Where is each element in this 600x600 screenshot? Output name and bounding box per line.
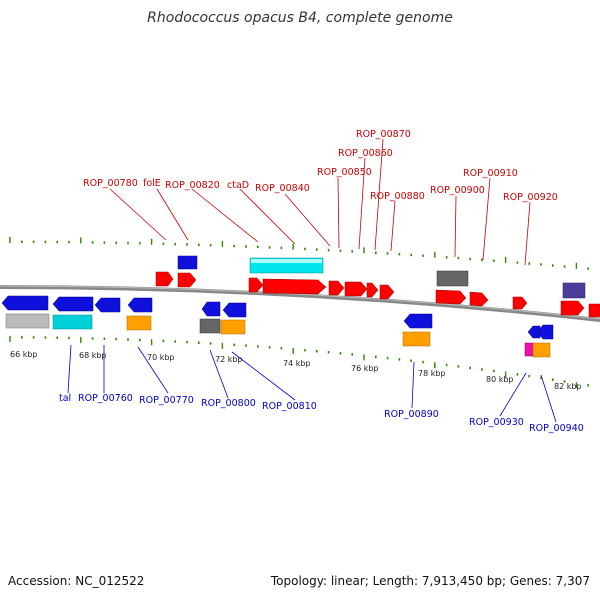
gene-label-rop-00920[interactable]: ROP_00920 <box>503 192 558 203</box>
gene-box-orange[interactable] <box>220 319 246 335</box>
gene-label-tal[interactable]: tal <box>59 393 71 404</box>
gene-label-rop-00810[interactable]: ROP_00810 <box>262 401 317 412</box>
scale-label: 78 kbp <box>418 369 446 378</box>
gene-label-rop-00780[interactable]: ROP_00780 <box>83 178 138 189</box>
genome-backbone <box>0 285 600 322</box>
scale-label: 74 kbp <box>283 359 311 368</box>
reverse-label-lines <box>67 344 557 423</box>
gene-arrow-forward[interactable] <box>366 282 379 298</box>
gene-label-rop-00870[interactable]: ROP_00870 <box>356 129 411 140</box>
gene-box-orange[interactable] <box>402 331 431 347</box>
gene-label-ctad[interactable]: ctaD <box>227 180 249 191</box>
gene-label-rop-00910[interactable]: ROP_00910 <box>463 168 518 179</box>
gene-box-orange[interactable] <box>532 342 551 358</box>
forward-labels: ROP_00780 folE ROP_00820 ctaD ROP_00840 … <box>83 129 558 203</box>
reverse-genes <box>1 295 554 358</box>
gene-label-rop-00940[interactable]: ROP_00940 <box>529 423 584 434</box>
scale-label: 70 kbp <box>147 353 175 362</box>
forward-scale-ticks <box>9 237 590 270</box>
gene-arrow-forward[interactable] <box>248 277 264 293</box>
gene-box-blue[interactable] <box>177 255 198 270</box>
gene-box-cyan-highlight <box>251 259 322 263</box>
gene-arrow-reverse[interactable] <box>201 301 221 317</box>
gene-label-rop-00760[interactable]: ROP_00760 <box>78 393 133 404</box>
gene-box-orange[interactable] <box>126 315 152 331</box>
scale-label: 68 kbp <box>79 351 107 360</box>
accession-text: Accession: NC_012522 <box>8 574 145 588</box>
gene-box-cyan[interactable] <box>52 314 93 330</box>
gene-box-magenta[interactable] <box>524 342 534 357</box>
gene-label-rop-00840[interactable]: ROP_00840 <box>255 183 310 194</box>
gene-arrow-forward[interactable] <box>379 284 395 300</box>
gene-box-lightgray[interactable] <box>5 313 50 329</box>
gene-arrow-forward[interactable] <box>262 278 327 295</box>
gene-label-rop-00860[interactable]: ROP_00860 <box>338 148 393 159</box>
genome-summary-text: Topology: linear; Length: 7,913,450 bp; … <box>270 574 590 588</box>
forward-genes <box>155 255 600 318</box>
gene-arrow-forward[interactable] <box>177 272 197 288</box>
reverse-labels: tal ROP_00760 ROP_00770 ROP_00800 ROP_00… <box>59 393 584 434</box>
gene-arrow-forward[interactable] <box>344 281 368 297</box>
gene-box-gray[interactable] <box>199 318 221 334</box>
gene-arrow-reverse[interactable] <box>222 302 247 318</box>
gene-arrow-forward[interactable] <box>560 300 585 316</box>
gene-box-slate[interactable] <box>562 282 586 299</box>
scale-label: 72 kbp <box>215 355 243 364</box>
scale-label: 76 kbp <box>351 364 379 373</box>
gene-arrow-forward[interactable] <box>512 296 528 310</box>
gene-arrow-forward[interactable] <box>469 291 489 307</box>
reverse-scale-ticks <box>9 336 590 389</box>
gene-label-rop-00850[interactable]: ROP_00850 <box>317 167 372 178</box>
genome-backbone-highlight <box>0 285 600 320</box>
scale-label: 80 kbp <box>486 375 514 384</box>
gene-box-gray[interactable] <box>436 270 469 287</box>
scale-label: 66 kbp <box>10 350 38 359</box>
gene-arrow-reverse[interactable] <box>52 296 94 312</box>
gene-label-rop-00770[interactable]: ROP_00770 <box>139 395 194 406</box>
gene-label-rop-00930[interactable]: ROP_00930 <box>469 417 524 428</box>
gene-arrow-reverse[interactable] <box>127 297 153 313</box>
forward-label-lines <box>109 138 531 266</box>
gene-label-fole[interactable]: folE <box>143 178 161 189</box>
gene-arrow-reverse[interactable] <box>1 295 49 311</box>
gene-arrow-reverse[interactable] <box>403 313 433 329</box>
gene-label-rop-00890[interactable]: ROP_00890 <box>384 409 439 420</box>
gene-label-rop-00900[interactable]: ROP_00900 <box>430 185 485 196</box>
gene-label-rop-00880[interactable]: ROP_00880 <box>370 191 425 202</box>
scale-labels: 66 kbp 68 kbp 70 kbp 72 kbp 74 kbp 76 kb… <box>10 350 582 391</box>
genome-title: Rhodococcus opacus B4, complete genome <box>147 10 453 26</box>
gene-arrow-forward[interactable] <box>328 280 345 296</box>
gene-arrow-forward[interactable] <box>588 303 600 318</box>
gene-arrow-reverse[interactable] <box>536 324 554 340</box>
gene-label-rop-00820[interactable]: ROP_00820 <box>165 180 220 191</box>
gene-arrow-forward[interactable] <box>435 289 467 305</box>
gene-arrow-reverse[interactable] <box>94 297 121 313</box>
gene-label-rop-00800[interactable]: ROP_00800 <box>201 398 256 409</box>
scale-label: 82 kbp <box>554 382 582 391</box>
gene-arrow-forward[interactable] <box>155 271 174 287</box>
